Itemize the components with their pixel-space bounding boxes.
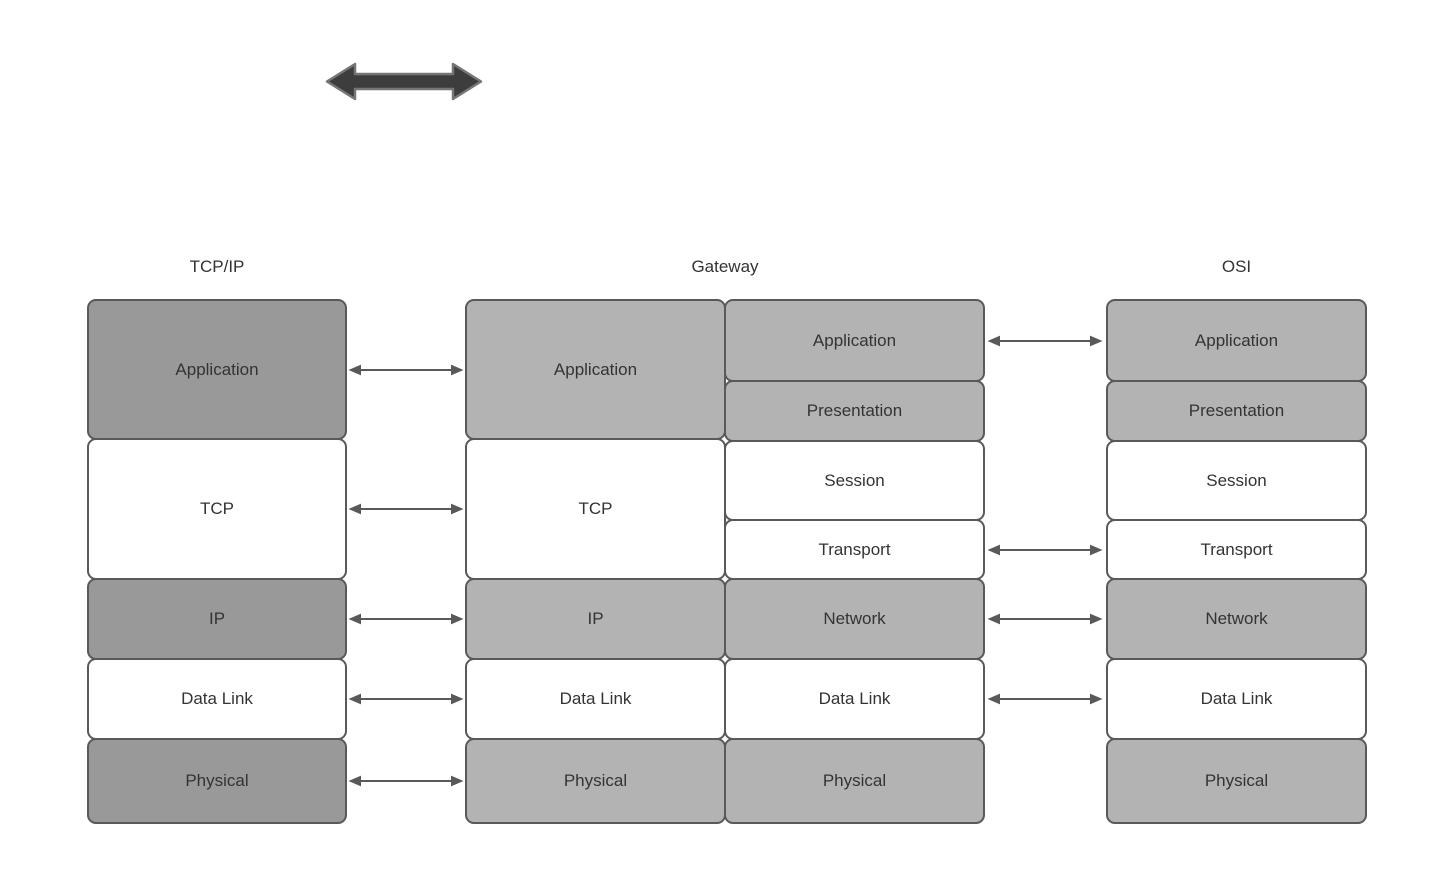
layer-label: Physical (185, 771, 249, 790)
layer-label: Application (812, 330, 897, 350)
layer-label: Application (175, 359, 259, 379)
connector-arrow-right-data-link (987, 693, 1103, 705)
layer-box-gateway-left-data-link: Data Link (465, 658, 726, 740)
layer-label: Presentation (806, 401, 903, 420)
layer-box-osi-application: Application (1106, 299, 1367, 382)
layer-box-osi-network: Network (1106, 578, 1367, 660)
layer-box-gateway-right-application: Application (724, 299, 985, 382)
connector-arrow-left-ip (348, 613, 464, 625)
layer-label: Physical (1204, 771, 1269, 790)
column-header-tcpip: TCP/IP (189, 257, 245, 276)
layer-box-gateway-right-transport: Transport (724, 519, 985, 580)
layer-label: Physical (563, 771, 628, 790)
connector-arrow-left-physical (348, 775, 464, 787)
column-header-gateway: Gateway (691, 257, 759, 276)
layer-label: Data Link (559, 689, 632, 708)
layer-label: Transport (818, 539, 891, 559)
layer-box-gateway-left-ip: IP (465, 578, 726, 660)
layer-label: Session (824, 470, 885, 490)
layer-label: Network (823, 609, 886, 628)
layer-label: Presentation (1188, 401, 1285, 420)
layer-label: Physical (822, 771, 887, 790)
layer-box-gateway-right-presentation: Presentation (724, 380, 985, 442)
layer-box-tcpip-application: Application (87, 299, 347, 440)
layer-label: Network (1205, 609, 1268, 628)
layer-box-gateway-left-physical: Physical (465, 738, 726, 824)
layer-box-osi-session: Session (1106, 440, 1367, 521)
layer-label: IP (208, 609, 226, 628)
connector-arrow-left-data-link (348, 693, 464, 705)
double-headed-arrow-shape (325, 62, 483, 101)
layer-label: Session (1206, 470, 1267, 490)
layer-box-gateway-right-data-link: Data Link (724, 658, 985, 740)
layer-box-tcpip-tcp: TCP (87, 438, 347, 580)
layer-label: TCP (578, 499, 613, 518)
layer-label: IP (587, 609, 604, 628)
connector-arrow-right-network (987, 613, 1103, 625)
layer-box-osi-data-link: Data Link (1106, 658, 1367, 740)
layer-box-gateway-right-physical: Physical (724, 738, 985, 824)
layer-label: Application (1194, 330, 1279, 350)
layer-label: Data Link (1200, 689, 1273, 708)
layer-box-osi-presentation: Presentation (1106, 380, 1367, 442)
layer-box-tcpip-data-link: Data Link (87, 658, 347, 740)
double-headed-arrow-polygon (325, 62, 483, 101)
connector-arrow-left-application (348, 364, 464, 375)
layer-box-tcpip-ip: IP (87, 578, 347, 660)
layer-label: Application (553, 359, 638, 379)
layer-label: Data Link (181, 689, 253, 708)
layer-label: Data Link (818, 689, 891, 708)
connector-arrow-right-application (987, 335, 1103, 346)
layer-box-tcpip-physical: Physical (87, 738, 347, 824)
layer-box-gateway-left-tcp: TCP (465, 438, 726, 580)
layer-box-osi-physical: Physical (1106, 738, 1367, 824)
layer-label: Transport (1200, 539, 1273, 559)
layer-box-gateway-left-application: Application (465, 299, 726, 440)
layer-box-osi-transport: Transport (1106, 519, 1367, 580)
column-header-osi: OSI (1221, 257, 1252, 276)
layer-box-gateway-right-network: Network (724, 578, 985, 660)
layer-label: TCP (200, 499, 234, 518)
connector-arrow-left-tcp (348, 503, 464, 515)
layer-box-gateway-right-session: Session (724, 440, 985, 521)
connector-arrow-right-transport (987, 544, 1103, 555)
